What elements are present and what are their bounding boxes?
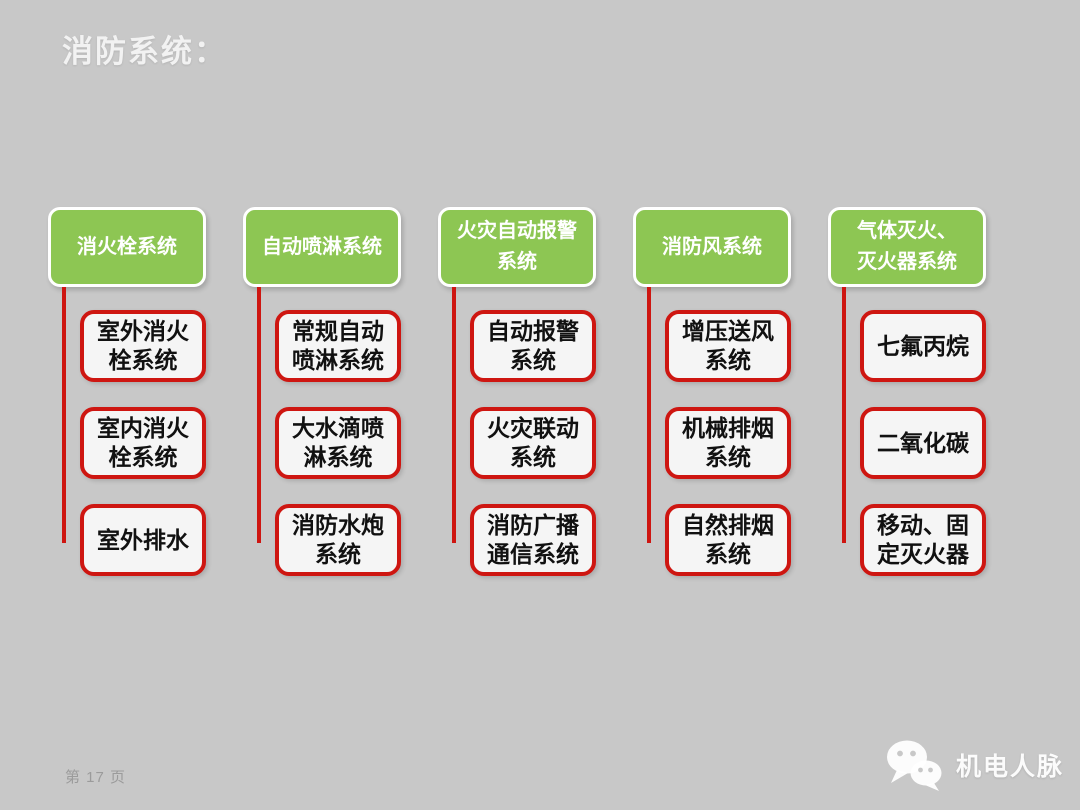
subsystem-node: 常规自动 喷淋系统: [275, 310, 401, 382]
column-gas-extinguishing-system: 气体灭火、 灭火器系统 七氟丙烷 二氧化碳 移动、固 定灭火器: [828, 207, 986, 576]
subsystem-node: 消防广播 通信系统: [470, 504, 596, 576]
brand-name: 机电人脉: [956, 753, 1065, 781]
subsystem-node: 七氟丙烷: [860, 310, 986, 382]
column-fire-hydrant-system: 消火栓系统 室外消火 栓系统 室内消火 栓系统 室外排水: [48, 207, 206, 576]
brand-logo: 机电人脉: [884, 738, 1064, 792]
subsystem-node: 消防水炮 系统: [275, 504, 401, 576]
category-header: 气体灭火、 灭火器系统: [828, 207, 986, 287]
subsystem-node: 室外消火 栓系统: [80, 310, 206, 382]
column-fire-ventilation-system: 消防风系统 增压送风 系统 机械排烟 系统 自然排烟 系统: [633, 207, 791, 576]
connector-line: [257, 287, 261, 543]
category-header: 消防风系统: [633, 207, 791, 287]
page-number: 第 17 页: [65, 769, 127, 786]
subsystem-node: 室内消火 栓系统: [80, 407, 206, 479]
subsystem-node: 大水滴喷 淋系统: [275, 407, 401, 479]
subsystem-node: 自然排烟 系统: [665, 504, 791, 576]
subsystem-node: 机械排烟 系统: [665, 407, 791, 479]
category-header: 自动喷淋系统: [243, 207, 401, 287]
subsystem-node: 室外排水: [80, 504, 206, 576]
column-fire-alarm-system: 火灾自动报警 系统 自动报警 系统 火灾联动 系统 消防广播 通信系统: [438, 207, 596, 576]
systems-diagram: 消火栓系统 室外消火 栓系统 室内消火 栓系统 室外排水 自动喷淋系统 常规自动…: [48, 207, 986, 576]
category-header: 火灾自动报警 系统: [438, 207, 596, 287]
slide-title: 消防系统：: [62, 34, 227, 69]
wechat-icon: [884, 738, 946, 792]
column-sprinkler-system: 自动喷淋系统 常规自动 喷淋系统 大水滴喷 淋系统 消防水炮 系统: [243, 207, 401, 576]
subsystem-node: 自动报警 系统: [470, 310, 596, 382]
subsystem-node: 二氧化碳: [860, 407, 986, 479]
connector-line: [842, 287, 846, 543]
subsystem-node: 增压送风 系统: [665, 310, 791, 382]
connector-line: [452, 287, 456, 543]
connector-line: [62, 287, 66, 543]
subsystem-node: 火灾联动 系统: [470, 407, 596, 479]
connector-line: [647, 287, 651, 543]
subsystem-node: 移动、固 定灭火器: [860, 504, 986, 576]
category-header: 消火栓系统: [48, 207, 206, 287]
